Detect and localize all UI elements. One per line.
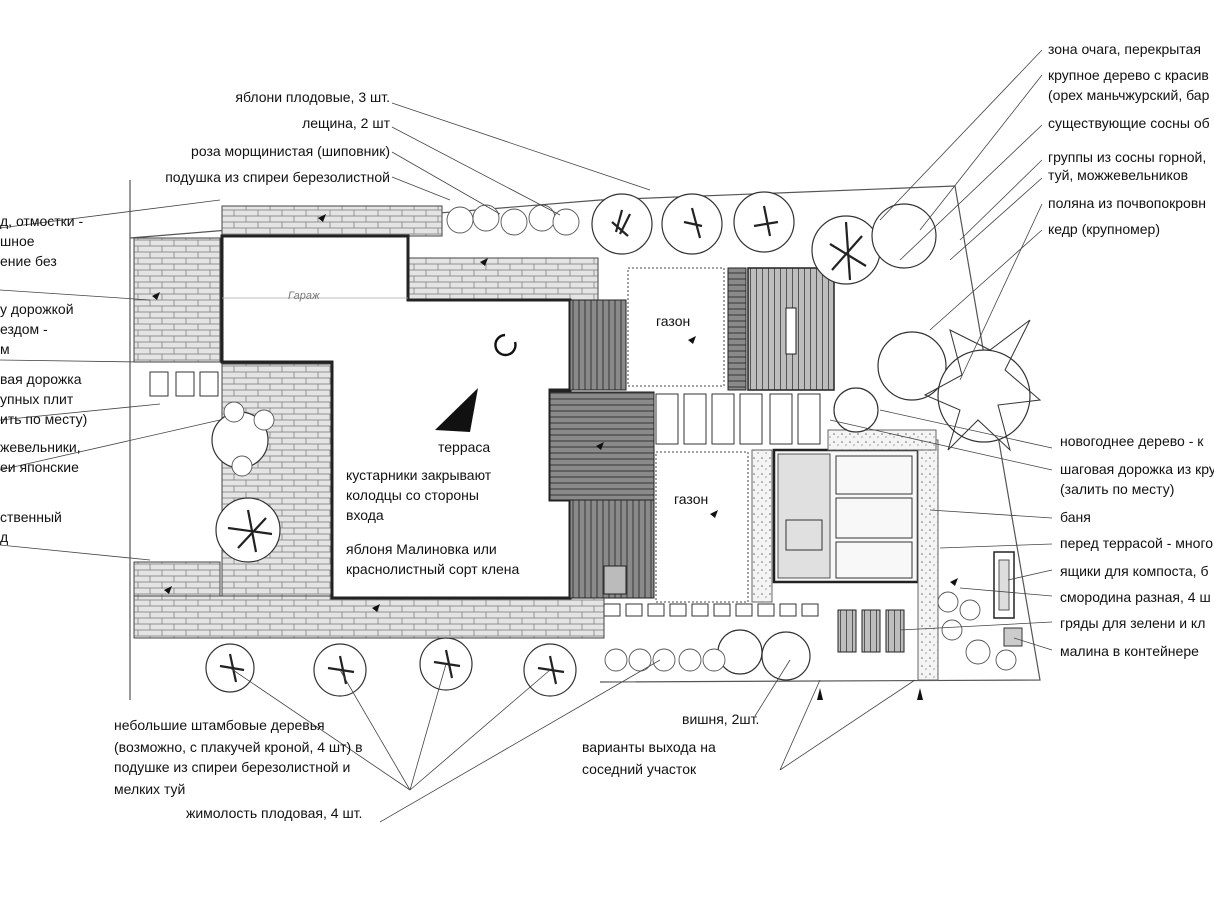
left-label-12: д <box>0 529 9 545</box>
label-rose: роза морщинистая (шиповник) <box>191 143 390 159</box>
label-big-tree-1: крупное дерево с красив <box>1048 67 1209 83</box>
label-standard-trees-4: мелких туй <box>114 781 186 797</box>
label-step-path-1: шаговая дорожка из круп <box>1060 461 1214 477</box>
label-cedar: кедр (крупномер) <box>1048 221 1160 237</box>
label-exit-2: соседний участок <box>582 761 697 777</box>
label-existing-pines: существующие сосны об <box>1048 115 1210 131</box>
vegetable-beds <box>837 609 905 653</box>
top-paving-band <box>221 205 443 237</box>
label-new-year-tree: новогоднее дерево - к <box>1060 433 1204 449</box>
bath-interior <box>785 455 913 579</box>
label-standard-trees-1: небольшие штамбовые деревья <box>114 717 325 733</box>
label-compost: ящики для компоста, б <box>1060 563 1209 579</box>
label-apple-tree-1: яблоня Малиновка или <box>346 541 497 557</box>
label-ground-cover: поляна из почвопокровн <box>1048 195 1206 211</box>
small-planter <box>603 565 627 595</box>
left-label-10: еи японские <box>0 459 79 475</box>
left-label-6: вая дорожка <box>0 371 82 387</box>
label-hearth-zone: зона очага, перекрытая <box>1048 41 1201 57</box>
label-shrubs-3: входа <box>346 507 384 523</box>
left-label-2: ение без <box>0 253 57 269</box>
label-apple-tree-2: краснолистный сорт клена <box>346 561 520 577</box>
label-garage: Гараж <box>288 290 320 302</box>
label-apple-trees: яблони плодовые, 3 шт. <box>235 89 390 105</box>
left-label-11: ственный <box>0 509 62 525</box>
plan-marker-arrows <box>152 214 958 700</box>
pergola-column <box>727 267 747 391</box>
label-shrubs-1: кустарники закрывают <box>346 467 492 483</box>
label-big-tree-2: (орех маньчжурский, бар <box>1048 87 1210 103</box>
label-beds: гряды для зелени и кл <box>1060 615 1206 631</box>
conifer-group <box>923 319 1042 452</box>
label-cherry: вишня, 2шт. <box>682 711 760 727</box>
gravel-around-bath <box>827 429 937 451</box>
label-honeysuckle: жимолость плодовая, 4 шт. <box>186 805 363 821</box>
raspberry-container <box>1003 627 1023 647</box>
bottom-paving-band <box>133 595 605 639</box>
leader-lines <box>0 49 1053 823</box>
gravel-band-right <box>917 439 939 681</box>
left-label-9: жевельники, <box>0 439 81 455</box>
rotation-symbol-icon <box>494 333 517 357</box>
left-label-0: д, отмостки - <box>0 213 84 229</box>
label-standard-trees-3: подушке из спиреи березолистной и <box>114 759 351 775</box>
label-groups-2: туй, можжевельников <box>1048 167 1189 183</box>
left-label-3: у дорожкой <box>0 301 74 317</box>
label-currant: смородина разная, 4 ш <box>1060 589 1211 605</box>
label-terrace: терраса <box>438 439 491 455</box>
label-bath: баня <box>1060 509 1091 525</box>
lawn-lower <box>655 451 749 603</box>
hearth-bench <box>785 307 797 355</box>
label-exit-1: варианты выхода на <box>582 739 716 755</box>
tree-branches <box>219 205 867 685</box>
left-paving-column <box>221 363 333 597</box>
bath-deck <box>777 453 831 579</box>
left-label-4: ездом - <box>0 321 48 337</box>
lawn-upper <box>627 267 725 387</box>
left-label-5: м <box>0 341 10 357</box>
label-lawn-lower: газон <box>674 491 709 507</box>
left-label-7: упных плит <box>0 391 74 407</box>
top-paving-band-2 <box>407 257 599 301</box>
label-step-path-2: (залить по месту) <box>1060 481 1175 497</box>
label-before-terrace: перед террасой - много <box>1060 535 1214 551</box>
label-spiraea: подушка из спиреи березолистной <box>165 169 390 185</box>
label-standard-trees-2: (возможно, с плакучей кроной, 4 шт) в <box>114 739 363 755</box>
terrace-deck-side <box>569 299 627 391</box>
label-groups-1: группы из сосны горной, <box>1048 149 1207 165</box>
label-raspberry: малина в контейнере <box>1060 643 1199 659</box>
left-label-8: ить по месту) <box>0 411 88 427</box>
left-label-1: шное <box>0 233 35 249</box>
step-path-plates <box>603 393 821 617</box>
label-lawn-upper: газон <box>656 313 691 329</box>
shrub-clusters <box>223 204 1017 672</box>
north-arrow-icon <box>435 388 478 432</box>
gravel-band-mid <box>751 449 773 603</box>
label-hazel: лещина, 2 шт <box>302 115 390 131</box>
compost-box-inner <box>998 559 1010 611</box>
label-shrubs-2: колодцы со стороны <box>346 487 479 503</box>
